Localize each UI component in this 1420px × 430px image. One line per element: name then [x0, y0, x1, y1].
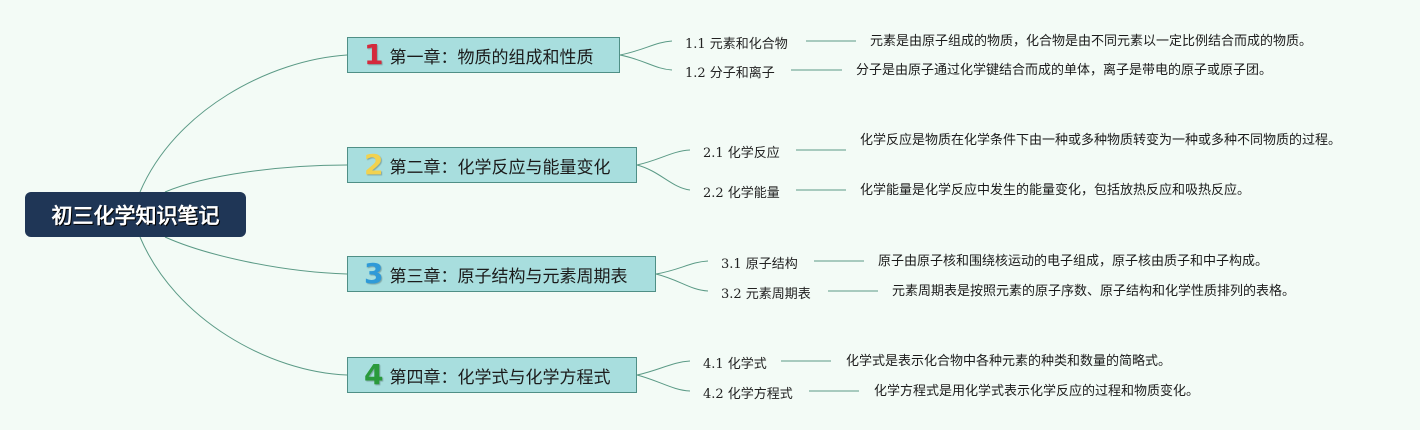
ch4-link-1: [636, 360, 691, 376]
chapter-number-1: 1: [364, 38, 384, 71]
root-link-ch2: [164, 164, 348, 193]
desc-4-1: 化学式是表示化合物中各种元素的种类和数量的简略式。: [846, 354, 1172, 369]
chapter-title-1: 第一章：物质的组成和性质: [389, 47, 594, 68]
ch2-link-1: [636, 149, 691, 166]
ch4-link-2: [636, 374, 691, 392]
root-link-ch3: [164, 236, 348, 275]
root-link-ch4: [139, 236, 348, 376]
chapter-number-3: 3: [364, 257, 384, 290]
desc-3-1: 原子由原子核和围绕核运动的电子组成，原子核由质子和中子构成。: [878, 254, 1269, 269]
chapter-title-4: 第四章：化学式与化学方程式: [389, 367, 611, 388]
desc-1-2: 分子是由原子通过化学键结合而成的单体，离子是带电的原子或原子团。: [856, 63, 1273, 78]
chapter-title-3: 第三章：原子结构与元素周期表: [389, 266, 628, 287]
chapter-node-1[interactable]: 1 第一章：物质的组成和性质: [347, 37, 620, 73]
ch3-link-2: [655, 273, 709, 292]
root-link-ch1: [139, 54, 348, 193]
chapter-node-2[interactable]: 2 第二章：化学反应与能量变化: [347, 147, 637, 183]
topic-4-1[interactable]: 4.1 化学式: [703, 357, 767, 372]
topic-4-2[interactable]: 4.2 化学方程式: [703, 387, 793, 402]
topic-3-2[interactable]: 3.2 元素周期表: [721, 287, 811, 302]
chapter-number-2: 2: [364, 148, 384, 181]
desc-1-1: 元素是由原子组成的物质，化合物是由不同元素以一定比例结合而成的物质。: [870, 34, 1313, 49]
chapter-node-3[interactable]: 3 第三章：原子结构与元素周期表: [347, 256, 656, 292]
chapter-title-2: 第二章：化学反应与能量变化: [389, 157, 611, 178]
ch1-link-2: [619, 54, 673, 71]
chapter-node-4[interactable]: 4 第四章：化学式与化学方程式: [347, 357, 637, 393]
topic-2-2[interactable]: 2.2 化学能量: [703, 186, 780, 201]
root-node[interactable]: 初三化学知识笔记: [25, 192, 246, 237]
chapter-number-4: 4: [364, 358, 384, 391]
ch2-link-2: [636, 164, 691, 191]
ch3-link-1: [655, 260, 709, 275]
desc-4-2: 化学方程式是用化学式表示化学反应的过程和物质变化。: [874, 384, 1200, 399]
topic-1-1[interactable]: 1.1 元素和化合物: [685, 37, 788, 52]
topic-2-1[interactable]: 2.1 化学反应: [703, 146, 780, 161]
ch1-link-1: [619, 40, 673, 56]
topic-1-2[interactable]: 1.2 分子和离子: [685, 66, 775, 81]
desc-2-1: 化学反应是物质在化学条件下由一种或多种物质转变为一种或多种不同物质的过程。: [860, 133, 1342, 148]
desc-3-2: 元素周期表是按照元素的原子序数、原子结构和化学性质排列的表格。: [892, 284, 1296, 299]
desc-2-2: 化学能量是化学反应中发生的能量变化，包括放热反应和吸热反应。: [860, 183, 1251, 198]
topic-3-1[interactable]: 3.1 原子结构: [721, 257, 798, 272]
root-title: 初三化学知识笔记: [51, 203, 220, 228]
